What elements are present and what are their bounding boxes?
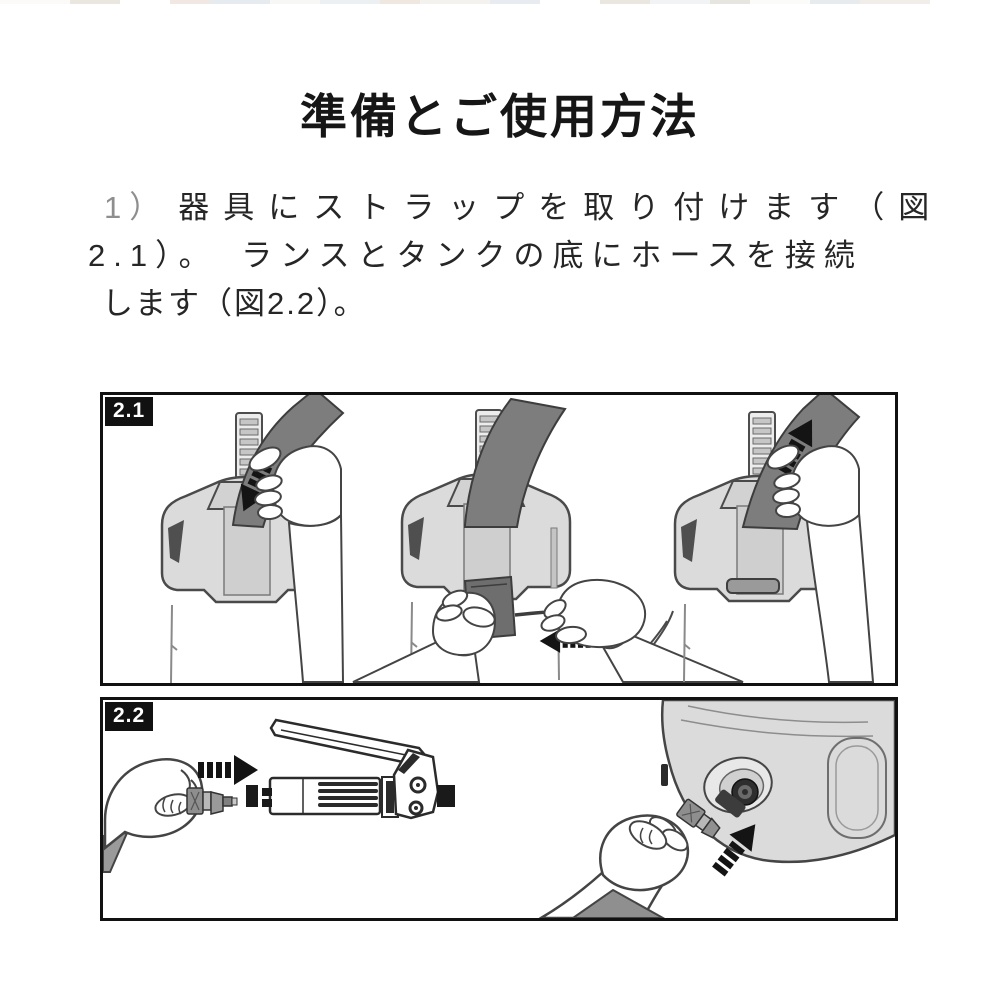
lance-connection xyxy=(103,718,455,873)
hose-coupler xyxy=(676,798,721,839)
hand xyxy=(272,445,342,527)
trigger-gun xyxy=(246,718,455,820)
sleeve xyxy=(571,888,666,918)
figure-2-1: 2.1 xyxy=(100,392,898,686)
hand xyxy=(790,445,860,527)
tank-bottom xyxy=(661,700,895,864)
tank-connection xyxy=(538,700,895,918)
top-image-strip xyxy=(0,0,1000,4)
strap-step-2 xyxy=(352,397,744,683)
strap-clip xyxy=(726,578,780,594)
strap-step-1 xyxy=(160,395,345,683)
strap xyxy=(464,397,567,528)
hand xyxy=(103,758,204,851)
strap-step-3 xyxy=(673,395,875,683)
right-arrow-icon xyxy=(198,755,258,785)
hose-coupler xyxy=(186,787,238,815)
instruction-line-3: します（図2.2）。 xyxy=(102,286,367,321)
instruction-paragraph: 1）器具にストラップを取り付けます（図 2.1）。 ランスとタンクの底にホースを… xyxy=(88,184,929,328)
page-title: 準備とご使用方法 xyxy=(300,90,700,143)
figure-2-2-illustration xyxy=(103,700,895,918)
instruction-line-1-text: 器具にストラップを取り付けます（図 xyxy=(178,190,944,225)
instruction-line-1: 1）器具にストラップを取り付けます（図 xyxy=(88,184,929,232)
figure-2-2: 2.2 xyxy=(100,697,898,921)
figure-2-2-label: 2.2 xyxy=(105,702,154,731)
figure-2-1-label: 2.1 xyxy=(105,397,154,426)
instruction-line-2: 2.1）。 ランスとタンクの底にホースを接続 xyxy=(88,238,863,273)
gun-outlet xyxy=(437,785,455,807)
up-right-arrow-icon xyxy=(712,824,756,877)
step-number: 1） xyxy=(104,190,169,225)
figure-2-1-illustration xyxy=(160,395,875,683)
